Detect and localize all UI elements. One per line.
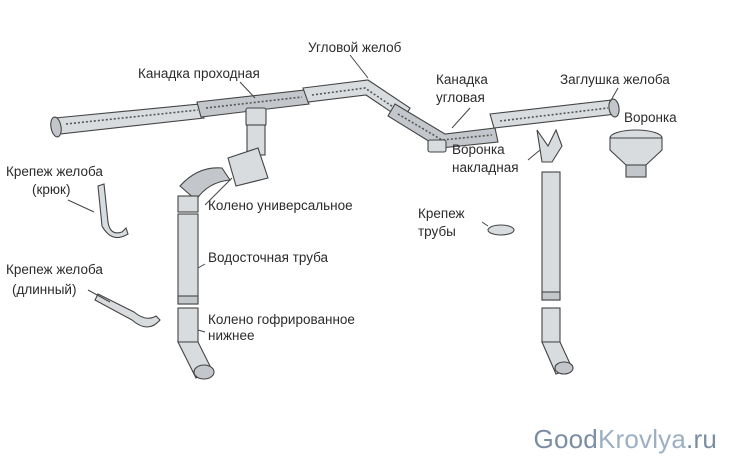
labels: Угловой желоб Канадка проходная Канадка … [6, 40, 677, 343]
watermark-part3: .ru [686, 424, 717, 454]
kanadka-uglovaya [387, 103, 499, 153]
label-koleno-gofr-1: Колено гофрированное [208, 312, 355, 327]
gutter-left [50, 103, 205, 138]
krepezh-kryuk [97, 183, 129, 239]
leader-lines [67, 54, 619, 333]
label-krepezh-dlinny-2: (длинный) [12, 282, 76, 297]
label-koleno-universalnoe: Колено универсальное [208, 198, 353, 213]
label-voronka: Воронка [624, 110, 677, 125]
label-vodostochnaya-truba: Водосточная труба [208, 250, 329, 265]
krepezh-dlinny [94, 293, 161, 328]
label-krepezh-dlinny-1: Крепеж желоба [6, 262, 103, 277]
voronka [609, 129, 663, 178]
pipe-right-system [536, 128, 574, 375]
label-uglovoy-zhelob: Угловой желоб [308, 40, 402, 55]
watermark-part1: Good [533, 424, 598, 454]
label-krepezh-truby-1: Крепеж [418, 206, 465, 221]
gutter-right [489, 98, 620, 129]
label-voronka-nakladnaya-2: накладная [452, 160, 519, 175]
label-zaglushka: Заглушка желоба [560, 72, 670, 87]
kanadka-prohodnaya [196, 89, 310, 127]
label-krepezh-truby-2: трубы [418, 224, 456, 239]
watermark-part2: Krovlya [597, 424, 687, 454]
label-koleno-gofr-2: нижнее [208, 328, 255, 343]
label-krepezh-kryuk-2: (крюк) [32, 182, 70, 197]
pipe-left-system [177, 124, 269, 380]
label-kanadka-uglovaya-2: угловая [436, 90, 485, 105]
label-voronka-nakladnaya-1: Воронка [452, 142, 505, 157]
label-kanadka-uglovaya-1: Канадка [436, 72, 488, 87]
krepezh-truby [481, 221, 515, 236]
label-krepezh-kryuk-1: Крепеж желоба [6, 164, 103, 179]
watermark: GoodKrovlya.ru [534, 424, 717, 455]
label-kanadka-prohodnaya: Канадка проходная [138, 66, 260, 81]
